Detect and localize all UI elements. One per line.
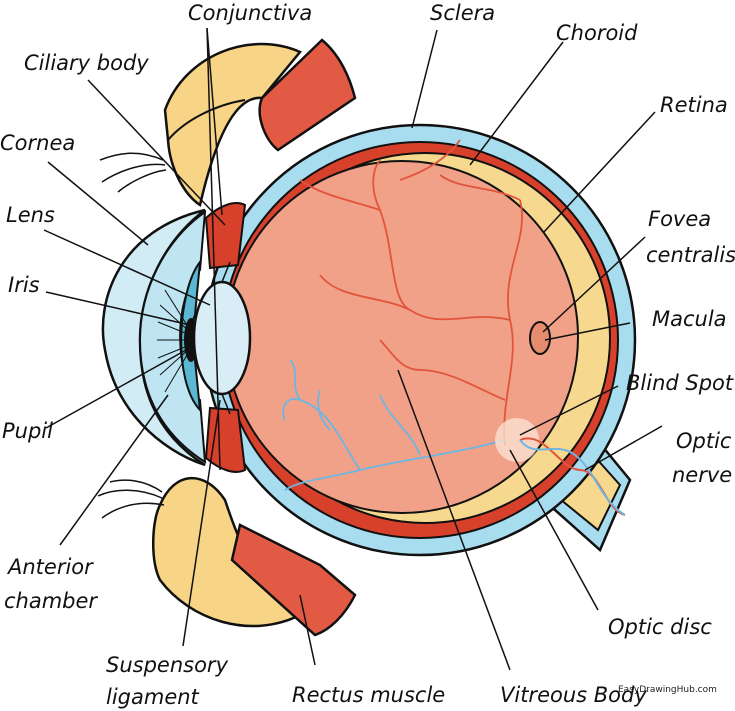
label-macula: Macula: [652, 307, 727, 331]
label-anterior-line1: Anterior: [6, 555, 94, 579]
leader-lines: [43, 27, 663, 671]
label-anterior-line2: chamber: [4, 589, 98, 613]
label-choroid: Choroid: [556, 21, 638, 45]
lower-eyelashes: [97, 479, 165, 519]
macula: [529, 321, 551, 355]
label-iris: Iris: [8, 273, 40, 297]
label-retina: Retina: [660, 93, 728, 117]
upper-eyelid: [163, 42, 303, 208]
lens: [192, 280, 252, 396]
upper-rectus-muscle: [258, 38, 357, 152]
lower-rectus-muscle: [230, 523, 357, 637]
label-blind-spot: Blind Spot: [626, 371, 734, 395]
label-optic-nerve-line1: Optic: [676, 429, 732, 453]
upper-eyelashes: [99, 152, 167, 193]
label-vitreous-body: Vitreous Body: [500, 683, 647, 707]
label-optic-nerve-line2: nerve: [672, 463, 732, 487]
optic-disc: [495, 418, 539, 462]
label-pupil: Pupil: [2, 419, 53, 443]
label-optic-disc: Optic disc: [608, 615, 712, 639]
label-rectus-muscle: Rectus muscle: [292, 683, 445, 707]
label-conjunctiva: Conjunctiva: [188, 1, 312, 25]
label-suspensory-line1: Suspensory: [106, 653, 229, 677]
label-lens: Lens: [6, 203, 55, 227]
label-fovea-line1: Fovea: [648, 207, 711, 231]
suspensory-ligament-upper: [221, 261, 231, 283]
label-suspensory-line2: ligament: [106, 685, 200, 709]
watermark: EasyDrawingHub.com: [618, 685, 717, 695]
label-cornea: Cornea: [0, 131, 75, 155]
label-fovea-line2: centralis: [646, 243, 735, 267]
suspensory-ligament-lower: [221, 393, 231, 415]
label-sclera: Sclera: [430, 1, 495, 25]
label-ciliary-body: Ciliary body: [24, 51, 149, 75]
ciliary-body-lower: [204, 406, 247, 473]
retinal-arteries: [299, 139, 523, 446]
optic-nerve-vessels: [519, 437, 626, 516]
upper-eyelid-fold: [167, 99, 246, 141]
retinal-veins: [282, 359, 506, 491]
